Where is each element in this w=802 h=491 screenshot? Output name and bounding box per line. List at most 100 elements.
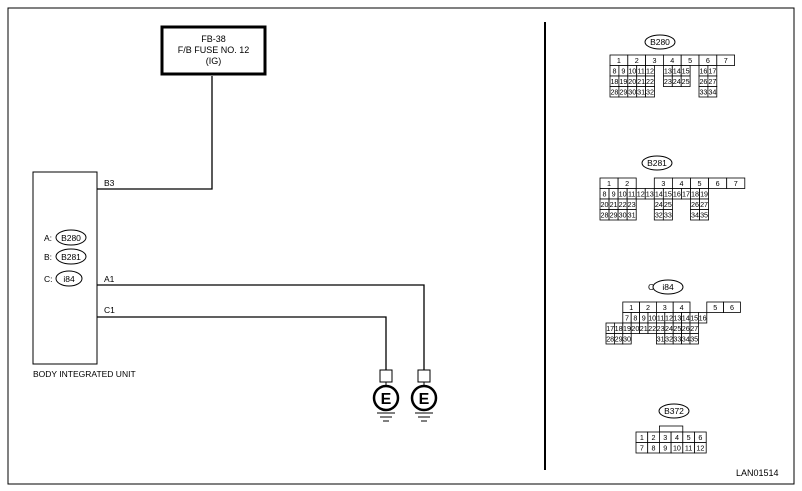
connector-pin-number: 7	[734, 179, 738, 188]
connector-pin-cell	[622, 333, 632, 345]
connector-pin-number: 30	[619, 211, 627, 220]
connector-pin-number: 8	[633, 314, 637, 323]
connector-pin-number: 6	[698, 433, 702, 442]
connector-pin-number: 34	[682, 335, 690, 344]
connector-pin-cell	[662, 209, 673, 221]
connector-pin-number: 28	[606, 335, 614, 344]
connector-pin-number: 9	[621, 67, 625, 76]
connector-pin-number: 3	[653, 56, 657, 65]
connector-pin-cell	[707, 86, 718, 98]
connector-pin-number: 2	[635, 56, 639, 65]
connector-pin-cell	[726, 177, 746, 189]
connector-pin-number: 6	[716, 179, 720, 188]
connector-code: i84	[662, 282, 674, 292]
connector-pin-cell	[699, 209, 709, 221]
connector-code-oval	[658, 403, 690, 419]
connector-pin-number: 14	[655, 190, 663, 199]
connector-pin-number: 30	[628, 88, 636, 97]
connector-pin-number: 1	[629, 303, 633, 312]
connector-panel-b280: A:B2801234567891011121314151617181920212…	[609, 34, 735, 98]
svg-text:B280: B280	[61, 233, 81, 243]
fuse-label-line3: (IG)	[206, 56, 222, 66]
connector-pin-number: 33	[699, 88, 707, 97]
connector-pin-number: 20	[631, 324, 639, 333]
connector-pin-number: 12	[637, 190, 645, 199]
connector-pin-number: 34	[691, 211, 699, 220]
connector-code: B281	[647, 158, 667, 168]
connector-pin-number: 19	[623, 324, 631, 333]
connector-pin-number: 13	[664, 67, 672, 76]
connector-pin-number: 8	[612, 67, 616, 76]
connector-pin-number: 23	[657, 324, 665, 333]
connector-pin-number: 19	[700, 190, 708, 199]
connector-pin-number: 13	[673, 314, 681, 323]
ground-terminal-c1: E	[372, 369, 400, 422]
connector-pin-number: 7	[625, 314, 629, 323]
connector-pin-number: 32	[665, 335, 673, 344]
connector-pin-number: 21	[640, 324, 648, 333]
connector-pin-number: 21	[637, 77, 645, 86]
connector-pin-number: 9	[612, 190, 616, 199]
connector-pin-number: 23	[628, 200, 636, 209]
connector-pin-number: 34	[708, 88, 716, 97]
connector-pin-number: 27	[690, 324, 698, 333]
connector-pin-number: 5	[713, 303, 717, 312]
connector-pin-cell	[698, 312, 708, 324]
connector-pin-number: 4	[675, 433, 679, 442]
connector-pin-number: 19	[619, 77, 627, 86]
connector-pin-number: 14	[682, 314, 690, 323]
connector-pin-number: 33	[673, 335, 681, 344]
connector-pin-number: 3	[661, 179, 665, 188]
connector-pin-number: 2	[652, 433, 656, 442]
connector-pin-number: 25	[664, 200, 672, 209]
connector-pin-number: 8	[652, 444, 656, 453]
ground-icon	[410, 384, 438, 412]
connector-code-oval	[641, 155, 673, 171]
connector-pin-number: 12	[696, 444, 704, 453]
connector-pin-number: 16	[699, 314, 707, 323]
connector-pin-cell	[716, 54, 735, 66]
connector-code: B280	[650, 37, 670, 47]
connector-pin-number: 17	[606, 324, 614, 333]
connector-pin-number: 4	[670, 56, 674, 65]
connector-pin-number: 27	[708, 77, 716, 86]
connector-code: B372	[664, 406, 684, 416]
ground-icon	[372, 384, 400, 412]
connector-pin-number: 27	[700, 200, 708, 209]
connector-code-oval	[652, 279, 684, 295]
fuse-box: FB-38 F/B FUSE NO. 12 (IG)	[160, 25, 267, 76]
connector-pin-number: 31	[628, 211, 636, 220]
unit-connector-c: C: i84	[44, 270, 83, 287]
ground-terminal-a1: E	[410, 369, 438, 422]
svg-text:E: E	[381, 391, 392, 408]
connector-pin-number: 15	[682, 67, 690, 76]
connector-pin-number: 10	[648, 314, 656, 323]
connector-pin-number: 24	[665, 324, 673, 333]
connector-pin-cell	[723, 301, 741, 313]
connector-pin-number: 21	[610, 200, 618, 209]
connector-pin-number: 18	[691, 190, 699, 199]
connector-pin-number: 6	[706, 56, 710, 65]
connector-pin-number: 6	[730, 303, 734, 312]
connector-pin-number: 20	[601, 200, 609, 209]
connector-pin-number: 31	[657, 335, 665, 344]
connector-pin-number: 4	[680, 303, 684, 312]
wire-c1-to-ground	[97, 316, 387, 370]
connector-pin-number: 35	[690, 335, 698, 344]
svg-text:i84: i84	[63, 274, 75, 284]
connector-pin-number: 29	[619, 88, 627, 97]
connector-pin-number: 16	[673, 190, 681, 199]
connector-pin-number: 16	[699, 67, 707, 76]
connector-pin-number: 26	[691, 200, 699, 209]
pin-label-b3: B3	[104, 178, 115, 188]
connector-pin-number: 2	[646, 303, 650, 312]
connector-pin-number: 17	[708, 67, 716, 76]
connector-pin-number: 25	[682, 77, 690, 86]
fuse-label-line2: F/B FUSE NO. 12	[178, 45, 250, 55]
connector-pin-number: 5	[698, 179, 702, 188]
connector-pin-number: 20	[628, 77, 636, 86]
connector-pin-number: 22	[646, 77, 654, 86]
connector-pin-number: 8	[603, 190, 607, 199]
connector-pin-number: 11	[657, 314, 664, 323]
